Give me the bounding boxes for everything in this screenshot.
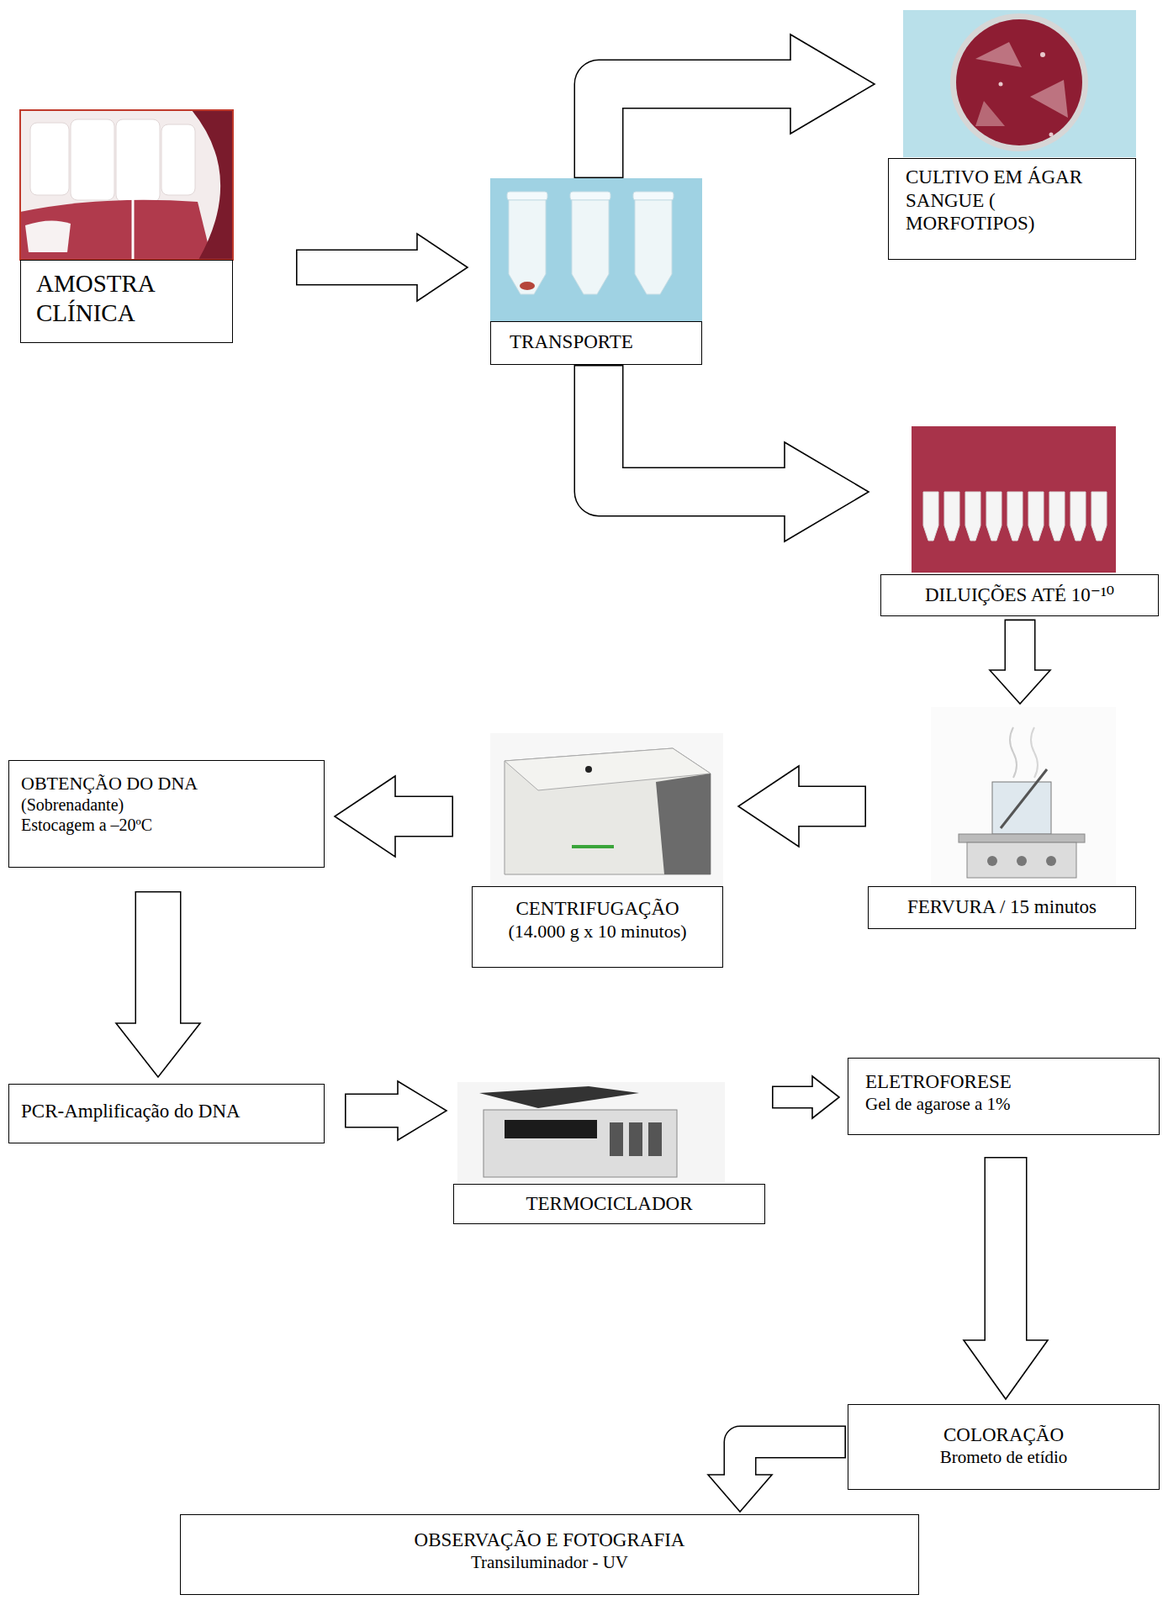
process-box: DILUIÇÕES ATÉ 10⁻¹⁰ bbox=[880, 426, 1159, 617]
block-arrow bbox=[598, 364, 869, 542]
arrow-fill bbox=[739, 1442, 845, 1477]
label-box: PCR-Amplificação do DNA bbox=[8, 1083, 325, 1144]
photo-space bbox=[867, 707, 1137, 887]
arrow-head bbox=[963, 1340, 1048, 1400]
arrow-head bbox=[738, 766, 799, 847]
arrow-fill bbox=[797, 787, 865, 826]
box-body: Gel de agarose a 1% bbox=[865, 1094, 1142, 1116]
block-arrow bbox=[295, 233, 468, 302]
dilution-tubes-photo bbox=[911, 426, 1116, 573]
arrow-fill bbox=[1005, 620, 1035, 672]
block-arrow bbox=[708, 1442, 846, 1512]
arrow-fill bbox=[773, 1087, 814, 1108]
box-heading: TRANSPORTE bbox=[509, 330, 683, 355]
arrow-fill bbox=[393, 797, 452, 836]
block-arrow bbox=[771, 1076, 840, 1119]
photo-space bbox=[887, 10, 1137, 159]
label-box: TERMOCICLADOR bbox=[453, 1183, 766, 1225]
box-heading: OBTENÇÃO DO DNA bbox=[21, 772, 312, 795]
process-box: ELETROFORESEGel de agarose a 1% bbox=[847, 1057, 1160, 1136]
label-box: COLORAÇÃOBrometo de etídio bbox=[847, 1404, 1160, 1491]
box-heading: ELETROFORESE bbox=[865, 1070, 1142, 1095]
box-heading: FERVURA / 15 minutos bbox=[877, 895, 1127, 920]
block-arrow bbox=[963, 1157, 1048, 1400]
boiling-photo bbox=[930, 707, 1116, 885]
box-body: (14.000 g x 10 minutos) bbox=[480, 920, 714, 943]
arrow-head bbox=[790, 34, 875, 134]
photo-space bbox=[880, 426, 1159, 575]
arrow-head bbox=[989, 670, 1051, 704]
label-box: DILUIÇÕES ATÉ 10⁻¹⁰ bbox=[880, 574, 1159, 617]
mouth-photo bbox=[20, 110, 233, 260]
arrow-head bbox=[397, 1081, 447, 1141]
box-body: (Sobrenadante) bbox=[21, 794, 312, 815]
process-box: PCR-Amplificação do DNA bbox=[8, 1083, 325, 1144]
centrifuge-photo bbox=[490, 733, 724, 885]
thermocycler-photo bbox=[457, 1082, 725, 1184]
box-body: Estocagem a –20ºC bbox=[21, 814, 312, 836]
photo-space bbox=[453, 1082, 766, 1184]
arrow-fill bbox=[598, 366, 787, 492]
process-box: OBSERVAÇÃO E FOTOGRAFIATransiluminador -… bbox=[179, 1514, 920, 1596]
label-box: OBTENÇÃO DO DNA(Sobrenadante)Estocagem a… bbox=[8, 760, 325, 868]
block-arrow bbox=[116, 891, 201, 1078]
process-box: CULTIVO EM ÁGAR SANGUE ( MORFOTIPOS) bbox=[887, 10, 1137, 260]
label-box: OBSERVAÇÃO E FOTOGRAFIATransiluminador -… bbox=[179, 1514, 920, 1596]
label-box: ELETROFORESEGel de agarose a 1% bbox=[847, 1057, 1160, 1136]
arrow-fill bbox=[985, 1158, 1026, 1343]
process-box: TERMOCICLADOR bbox=[453, 1082, 766, 1225]
photo-space bbox=[471, 733, 724, 887]
photo-space bbox=[20, 110, 233, 260]
box-heading: CULTIVO EM ÁGAR SANGUE ( MORFOTIPOS) bbox=[905, 165, 1119, 236]
process-box: OBTENÇÃO DO DNA(Sobrenadante)Estocagem a… bbox=[8, 760, 325, 868]
process-box: TRANSPORTE bbox=[490, 178, 703, 365]
arrow-head bbox=[784, 442, 869, 542]
arrow-fill bbox=[136, 893, 180, 1026]
label-box: CULTIVO EM ÁGAR SANGUE ( MORFOTIPOS) bbox=[887, 158, 1137, 260]
box-heading: COLORAÇÃO bbox=[856, 1423, 1151, 1448]
process-box: FERVURA / 15 minutos bbox=[867, 707, 1137, 930]
block-arrow bbox=[989, 619, 1051, 704]
block-arrow bbox=[738, 766, 867, 847]
arrow-fill bbox=[346, 1094, 400, 1127]
box-heading: PCR-Amplificação do DNA bbox=[21, 1099, 312, 1124]
label-box: FERVURA / 15 minutos bbox=[867, 886, 1137, 930]
box-heading: AMOSTRA CLÍNICA bbox=[36, 269, 217, 328]
block-arrow bbox=[344, 1081, 447, 1141]
box-heading: TERMOCICLADOR bbox=[462, 1192, 756, 1216]
box-body: Transiluminador - UV bbox=[189, 1552, 910, 1574]
petri-dish-photo bbox=[903, 10, 1137, 158]
box-heading: OBSERVAÇÃO E FOTOGRAFIA bbox=[189, 1528, 910, 1553]
label-box: CENTRIFUGAÇÃO(14.000 g x 10 minutos) bbox=[471, 886, 724, 968]
photo-space bbox=[490, 178, 703, 322]
process-box: CENTRIFUGAÇÃO(14.000 g x 10 minutos) bbox=[471, 733, 724, 968]
process-box: COLORAÇÃOBrometo de etídio bbox=[847, 1404, 1160, 1491]
box-heading: CENTRIFUGAÇÃO bbox=[480, 897, 714, 921]
arrow-head bbox=[116, 1023, 201, 1078]
tubes-photo bbox=[490, 178, 703, 322]
process-box: AMOSTRA CLÍNICA bbox=[20, 110, 233, 344]
arrow-head bbox=[417, 233, 468, 302]
arrow-fill bbox=[297, 250, 419, 285]
label-box: TRANSPORTE bbox=[490, 321, 703, 365]
box-heading: DILUIÇÕES ATÉ 10⁻¹⁰ bbox=[887, 583, 1152, 608]
arrow-head bbox=[334, 776, 396, 857]
block-arrow bbox=[334, 776, 454, 857]
box-body: Brometo de etídio bbox=[856, 1447, 1151, 1469]
arrow-head bbox=[708, 1474, 772, 1512]
arrow-head bbox=[812, 1076, 840, 1119]
arrow-fill bbox=[598, 84, 793, 177]
block-arrow bbox=[598, 34, 875, 179]
label-box: AMOSTRA CLÍNICA bbox=[20, 259, 233, 344]
